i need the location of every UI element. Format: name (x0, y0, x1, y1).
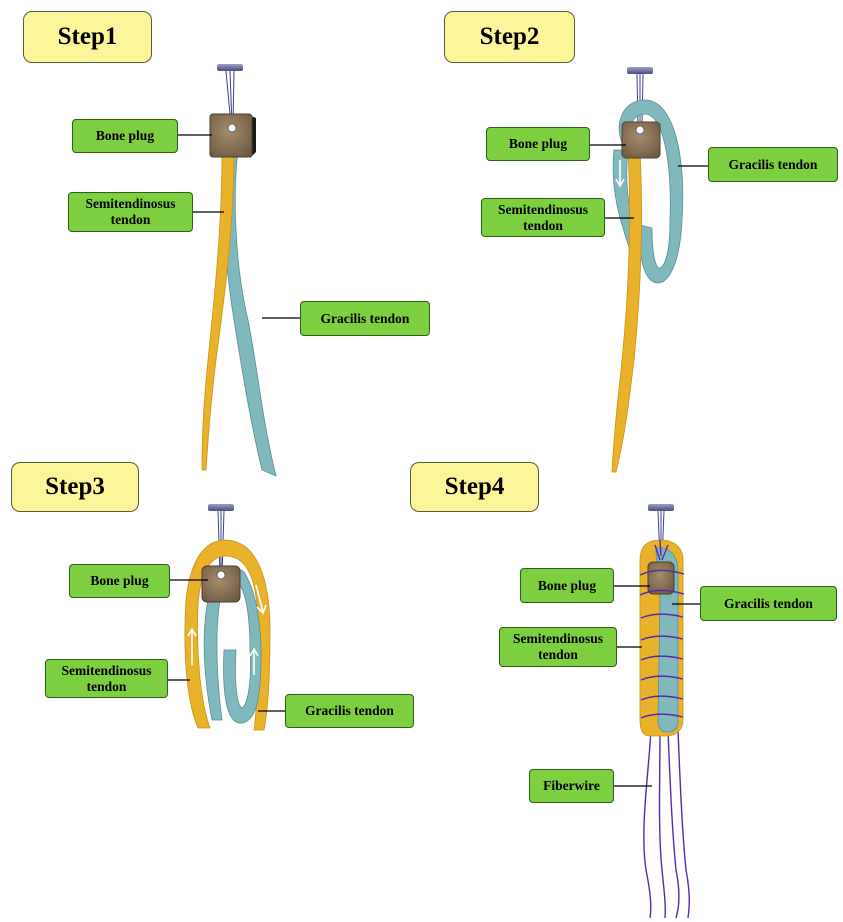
label-line: Semitendinosus (61, 663, 151, 679)
step3-bone-plug-label: Bone plug (69, 564, 170, 598)
step3-title: Step3 (11, 462, 139, 512)
step4-illustration (614, 504, 700, 918)
step2-bone-plug-label: Bone plug (486, 127, 590, 161)
step2-title: Step2 (444, 11, 575, 63)
label-line: tendon (498, 218, 588, 234)
label-line: Semitendinosus (498, 202, 588, 218)
step1-gracilis-label: Gracilis tendon (300, 301, 430, 336)
screw-icon (208, 504, 234, 575)
bone-plug-icon (648, 562, 674, 594)
label-line: Semitendinosus (513, 631, 603, 647)
bone-plug-icon (202, 566, 240, 602)
step4-gracilis-label: Gracilis tendon (700, 586, 837, 621)
step3-gracilis-label: Gracilis tendon (285, 694, 414, 728)
fiberwire-strands (644, 730, 689, 918)
label-line: tendon (61, 679, 151, 695)
step1-illustration (178, 64, 300, 476)
bone-plug-icon (622, 122, 660, 158)
step2-illustration (590, 67, 708, 472)
label-line: tendon (513, 647, 603, 663)
step3-illustration (168, 504, 285, 730)
step1-bone-plug-label: Bone plug (72, 119, 178, 153)
bone-plug-icon (210, 114, 256, 158)
step1-title: Step1 (23, 11, 152, 63)
step2-gracilis-label: Gracilis tendon (708, 147, 838, 182)
step4-fiberwire-label: Fiberwire (529, 769, 614, 803)
arrow-icon (656, 217, 664, 245)
step4-bone-plug-label: Bone plug (520, 568, 614, 603)
label-line: tendon (85, 212, 175, 228)
label-line: Semitendinosus (85, 196, 175, 212)
step4-title: Step4 (410, 462, 539, 512)
semitendinosus-tendon-strand (202, 150, 234, 470)
